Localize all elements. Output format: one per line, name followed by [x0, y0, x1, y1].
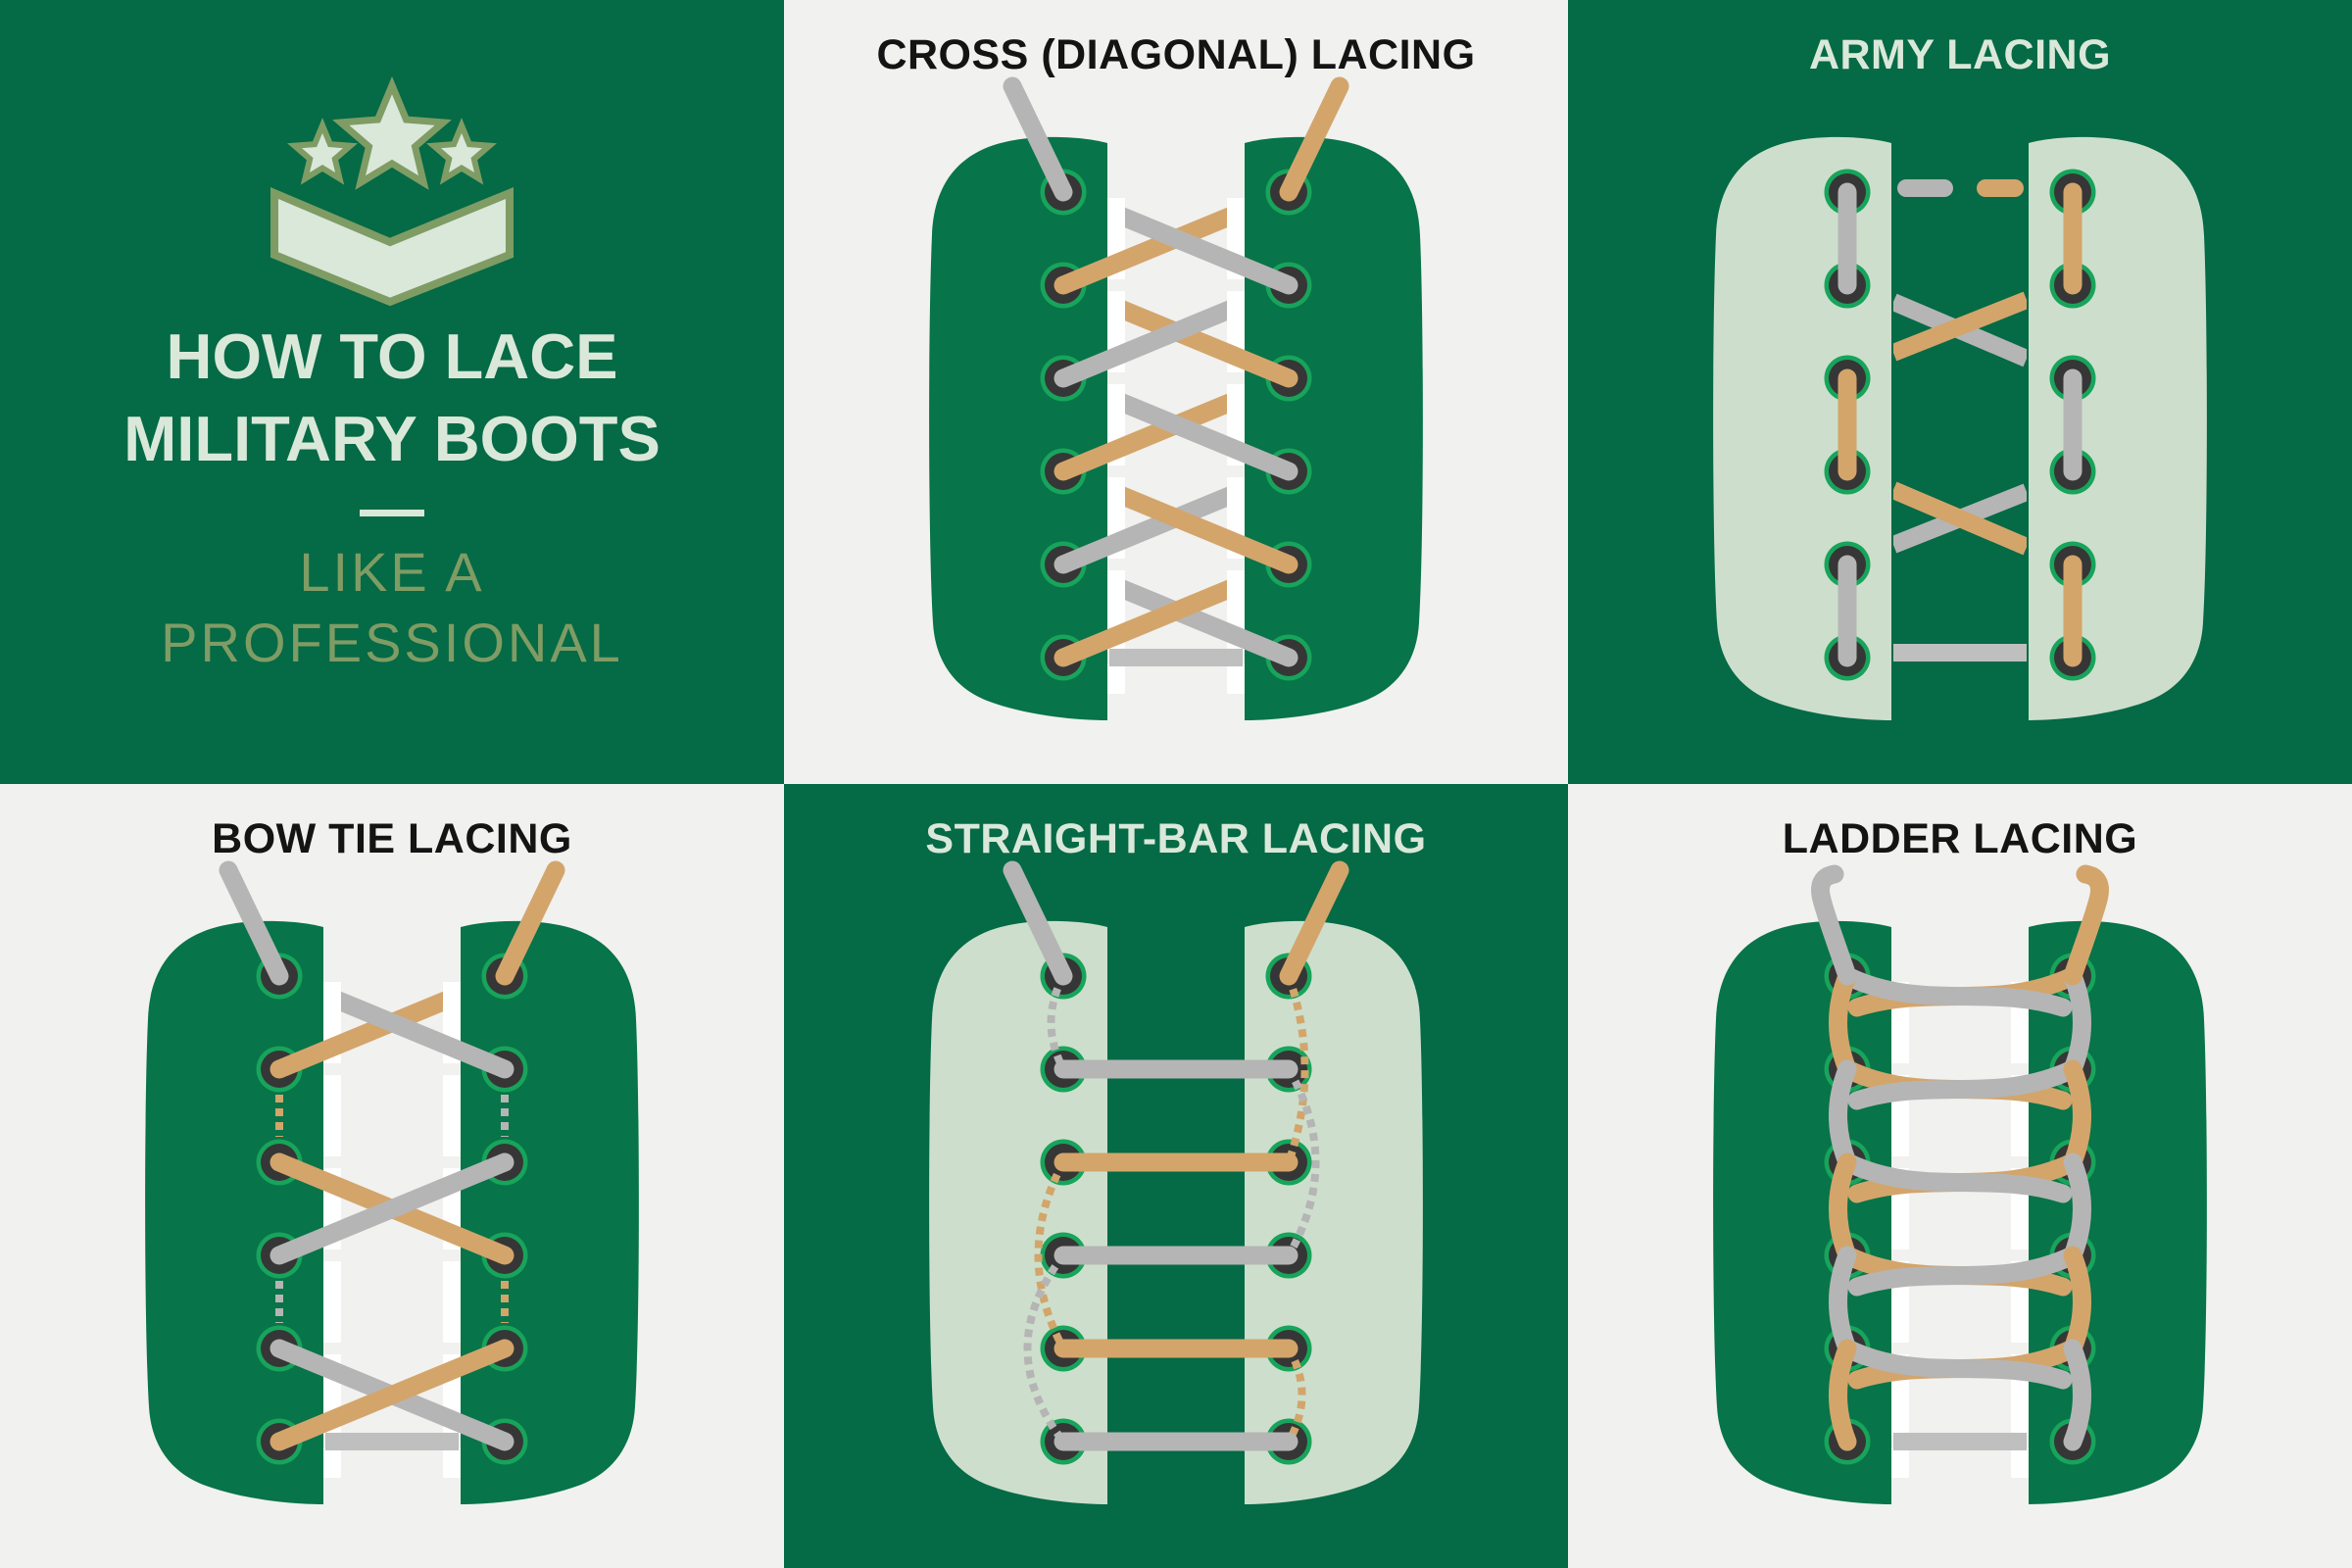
hidden-lace-dotted: [1023, 1252, 1067, 1445]
bow-tie-lacing-diagram: [145, 860, 639, 1504]
straight-bar-lacing-diagram: [929, 860, 1423, 1504]
lace: [1847, 1059, 2082, 1110]
lace: [1829, 1059, 1857, 1172]
lace: [1003, 76, 1073, 202]
lace: [1125, 486, 1298, 574]
lace: [2063, 1059, 2091, 1172]
subtitle: LIKE A PROFESSIONAL: [0, 537, 784, 678]
lace: [2063, 1246, 2091, 1358]
lace: [1003, 860, 1073, 986]
panel-ladder-lacing: LADDER LACING: [1568, 784, 2352, 1568]
army-lacing-diagram: [1713, 136, 2207, 720]
boot-right-half: [461, 920, 639, 1504]
main-title-line1: HOW TO LACE: [166, 320, 618, 392]
lace: [1125, 393, 1298, 481]
lace: [1893, 481, 2027, 556]
laces-group: [1003, 860, 1349, 1451]
lace: [270, 1339, 514, 1451]
small-star-left-icon: [287, 118, 358, 185]
lace: [1811, 864, 1857, 986]
laces-group: [1838, 179, 2082, 667]
boot-right-half: [1245, 920, 1423, 1504]
title-card-panel: HOW TO LACE MILITARY BOOTS LIKE A PROFES…: [0, 0, 784, 784]
panel-bow-tie-lacing: BOW TIE LACING: [0, 784, 784, 1568]
laces-group: [1811, 864, 2109, 1451]
panel-straight-bar-lacing: STRAIGHT-BAR LACING: [784, 784, 1568, 1568]
laces-group: [219, 860, 565, 1451]
lace: [2063, 864, 2109, 986]
title-divider: [360, 510, 424, 516]
hidden-lace-dotted: [1285, 1347, 1306, 1444]
lace: [1829, 1246, 1857, 1358]
cross-lacing-diagram: [929, 76, 1423, 720]
panel-title-bow-tie: BOW TIE LACING: [212, 815, 572, 862]
boot-right-half: [1245, 136, 1423, 720]
main-title: HOW TO LACE MILITARY BOOTS: [0, 316, 784, 480]
subtitle-line2: PROFESSIONAL: [161, 612, 623, 673]
lace: [1829, 1339, 1857, 1451]
subtitle-line1: LIKE A: [299, 541, 485, 603]
lace: [1125, 207, 1298, 295]
lace: [1893, 291, 2027, 362]
lace: [1829, 966, 1857, 1079]
lace: [270, 1152, 514, 1265]
lace: [1838, 1339, 2073, 1390]
lace: [219, 860, 289, 986]
lace: [1054, 300, 1227, 388]
panel-title-ladder: LADDER LACING: [1782, 815, 2138, 862]
lace: [495, 860, 565, 986]
chevron-icon: [270, 186, 514, 307]
lace: [1838, 1152, 2073, 1203]
panel-cross-lacing: CROSS (DIAGONAL) LACING: [784, 0, 1568, 784]
lace: [1054, 579, 1227, 667]
lace: [2063, 966, 2091, 1079]
military-rank-emblem-icon: [270, 75, 514, 307]
inner-edge-strips: [1891, 982, 2029, 1478]
boot-right-half: [2029, 136, 2207, 720]
main-title-line2: MILITARY BOOTS: [123, 403, 661, 474]
lace: [1279, 860, 1349, 986]
hidden-lace-dotted: [1285, 1066, 1320, 1258]
lace: [341, 991, 514, 1079]
small-star-right-icon: [426, 118, 497, 185]
hidden-lace-dotted: [1047, 974, 1067, 1071]
big-star-icon: [332, 75, 452, 190]
panel-title-straight-bar: STRAIGHT-BAR LACING: [925, 815, 1427, 862]
lace: [1279, 76, 1349, 202]
lace: [2063, 1339, 2091, 1451]
panel-title-army: ARMY LACING: [1808, 31, 2112, 78]
boot-left-half: [929, 920, 1107, 1504]
panel-army-lacing: ARMY LACING: [1568, 0, 2352, 784]
hidden-lace-dotted: [1285, 974, 1309, 1164]
lace: [2063, 1152, 2091, 1265]
lace: [1829, 1152, 1857, 1265]
boot-left-half: [1713, 136, 1891, 720]
boot-left-half: [929, 136, 1107, 720]
lace: [1847, 1246, 2082, 1297]
hidden-lace-dotted: [1034, 1160, 1067, 1350]
lace: [1838, 966, 2073, 1017]
panel-title-cross: CROSS (DIAGONAL) LACING: [876, 31, 1476, 78]
boot-left-half: [145, 920, 323, 1504]
laces-group: [1003, 76, 1349, 667]
ladder-lacing-diagram: [1713, 864, 2207, 1504]
